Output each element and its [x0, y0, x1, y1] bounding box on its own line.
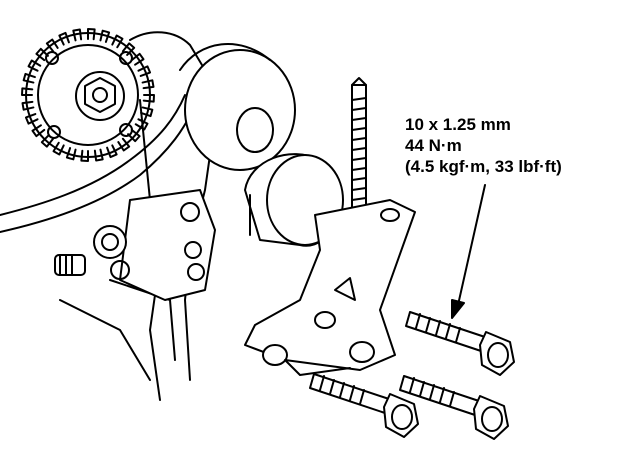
- bolt-lower-left: [309, 373, 419, 438]
- sprocket-tooth: [21, 100, 35, 111]
- sprocket-tooth: [58, 31, 70, 46]
- sprocket-tooth: [99, 29, 111, 43]
- sprocket-tooth: [140, 106, 154, 118]
- sprocket-tooth: [24, 113, 39, 125]
- sprocket-tooth: [93, 148, 104, 162]
- bolt-lower-right: [399, 375, 509, 440]
- torque-nm-text: 44 N·m: [405, 136, 462, 155]
- sprocket-tooth: [65, 147, 77, 161]
- sprocket-tooth: [141, 79, 155, 90]
- sprocket-tooth: [142, 94, 155, 103]
- sprocket-tooth: [87, 28, 96, 41]
- sprocket-tooth: [22, 72, 36, 84]
- sprocket-tooth: [137, 65, 152, 77]
- sprocket-tooth: [52, 141, 65, 156]
- sprocket-bolt: [84, 77, 116, 113]
- sprocket-tooth: [40, 134, 55, 148]
- cam-sprocket: [21, 28, 155, 162]
- mount-bracket: [244, 199, 416, 376]
- torque-alt-text: (4.5 kgf·m, 33 lbf·ft): [405, 157, 562, 176]
- sprocket-tooth: [35, 47, 49, 62]
- sprocket-tooth: [106, 144, 118, 159]
- pulley-upper: [179, 43, 296, 171]
- bolt-size-text: 10 x 1.25 mm: [405, 115, 511, 134]
- callout-arrow: [451, 184, 486, 319]
- sprocket-tooth: [127, 128, 141, 143]
- torque-spec-label: 10 x 1.25 mm 44 N·m (4.5 kgf·m, 33 lbf·f…: [405, 114, 562, 177]
- sprocket-tooth: [72, 28, 83, 42]
- sprocket-tooth: [111, 34, 124, 49]
- shaft-end: [54, 254, 86, 276]
- sprocket-tooth: [45, 38, 59, 53]
- sprocket-tooth: [80, 149, 89, 162]
- sprocket-tooth: [130, 52, 145, 66]
- sprocket-tooth: [121, 42, 136, 56]
- engine-block: [54, 189, 216, 301]
- sprocket-tooth: [117, 137, 131, 152]
- bolt-upper: [405, 311, 515, 376]
- sprocket-tooth: [21, 87, 34, 96]
- sprocket-tooth: [31, 124, 46, 138]
- sprocket-tooth: [27, 59, 42, 72]
